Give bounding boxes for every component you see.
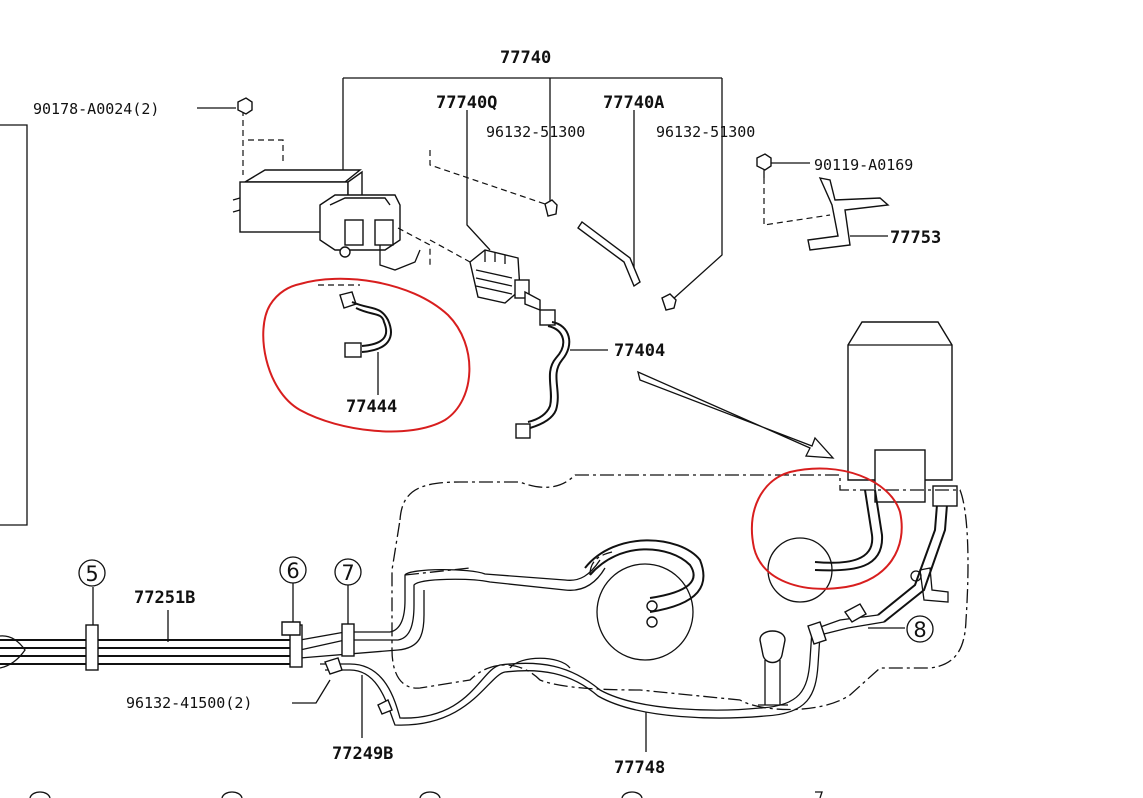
charcoal-canister (232, 100, 431, 271)
callout-8: 8 (906, 615, 934, 643)
callout-6: 6 (279, 556, 307, 584)
label-77444: 77444 (346, 397, 397, 417)
fuel-tank-outline (391, 474, 969, 711)
svg-text:7: 7 (341, 561, 354, 585)
red-annotation-circle-77444 (262, 277, 471, 433)
svg-text:6: 6 (286, 559, 299, 583)
label-77251b: 77251B (134, 588, 195, 608)
label-77740: 77740 (500, 48, 551, 68)
bracket-77740 (342, 77, 723, 301)
fuel-pump-module (584, 539, 705, 661)
vsv-valve (429, 150, 549, 312)
label-77740a: 77740A (603, 93, 664, 113)
bottom-partial-callouts (29, 791, 823, 798)
red-annotation-circle-component (750, 467, 903, 590)
bolt-90178 (197, 97, 253, 115)
bracket-77753 (756, 153, 890, 251)
page-edge-frame (0, 124, 28, 526)
filler-vent-pipe (758, 630, 788, 706)
label-77748: 77748 (614, 758, 665, 778)
label-90178: 90178-A0024(2) (33, 100, 159, 118)
clip-96132-left (544, 199, 558, 217)
callout-7: 7 (334, 558, 362, 586)
svg-text:8: 8 (913, 618, 926, 642)
leader-lines (92, 583, 905, 752)
detail-arrow (637, 370, 835, 459)
clip-96132-right (661, 293, 677, 311)
hose-77404 (515, 309, 608, 439)
label-96132-51300-left: 96132-51300 (486, 123, 585, 141)
label-77404: 77404 (614, 341, 665, 361)
label-90119: 90119-A0169 (814, 156, 913, 174)
hose-77740a (577, 220, 641, 288)
detail-component (767, 321, 958, 623)
tube-bundle-77251b (0, 559, 885, 726)
label-96132-51300-right: 96132-51300 (656, 123, 755, 141)
label-77249b: 77249B (332, 744, 393, 764)
label-77740q: 77740Q (436, 93, 497, 113)
label-96132-41500: 96132-41500(2) (126, 694, 252, 712)
label-77753: 77753 (890, 228, 941, 248)
callout-5: 5 (78, 559, 106, 587)
hose-77444 (318, 284, 392, 395)
svg-text:5: 5 (85, 562, 98, 586)
